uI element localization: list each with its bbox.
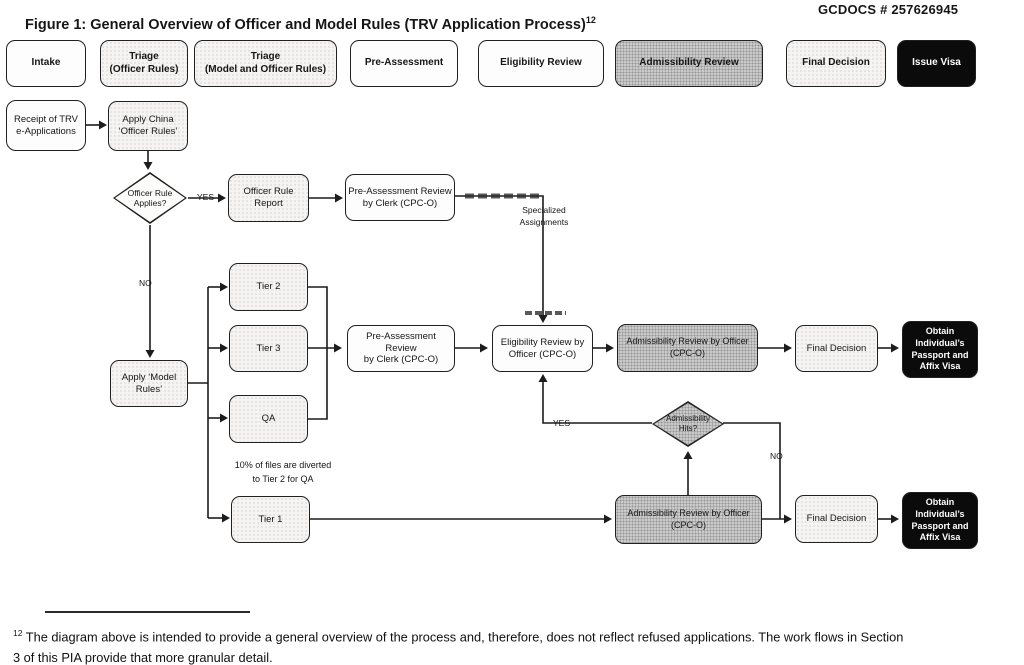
footnote-separator xyxy=(45,611,250,613)
node-apply-model-rules: Apply ‘Model Rules’ xyxy=(110,360,188,407)
node-label: Tier 1 xyxy=(258,513,283,525)
node-admissibility-review-officer-mid: Admissibility Review by Officer (CPC-O) xyxy=(617,324,758,372)
phase-pre-assessment: Pre-Assessment xyxy=(350,40,458,87)
phase-label: Eligibility Review xyxy=(500,57,582,69)
node-eligibility-review-officer: Eligibility Review by Officer (CPC-O) xyxy=(492,325,593,372)
node-label: Apply ‘Model Rules’ xyxy=(121,371,177,395)
edge-label-yes-officer-rule: YES xyxy=(197,192,215,202)
node-label: Tier 2 xyxy=(256,281,281,293)
node-label: Admissibility Review by Officer (CPC-O) xyxy=(627,507,750,530)
annotation-qa-diversion-note: 10% of files are diverted to Tier 2 for … xyxy=(234,460,332,485)
phase-admissibility-review: Admissibility Review xyxy=(615,40,763,87)
node-label: Eligibility Review by Officer (CPC-O) xyxy=(500,336,585,360)
footnote: 12 The diagram above is intended to prov… xyxy=(13,627,961,665)
node-admissibility-review-officer-bottom: Admissibility Review by Officer (CPC-O) xyxy=(615,495,762,544)
node-final-decision-bottom: Final Decision xyxy=(795,495,878,543)
phase-issue-visa: Issue Visa xyxy=(897,40,976,87)
edge-label-no-admissibility-hits: NO xyxy=(770,451,783,461)
node-label: Receipt of TRV e-Applications xyxy=(13,113,79,137)
phase-label: Triage (Model and Officer Rules) xyxy=(204,51,327,75)
decision-officer-rule-applies: Officer Rule Applies? xyxy=(113,172,187,224)
node-tier-1: Tier 1 xyxy=(231,496,310,543)
phase-label: Admissibility Review xyxy=(639,57,739,69)
node-label: Officer Rule Report xyxy=(243,186,294,209)
phase-intake: Intake xyxy=(6,40,86,87)
phase-eligibility-review: Eligibility Review xyxy=(478,40,604,87)
arrowheads xyxy=(99,120,899,524)
node-label: Final Decision xyxy=(806,513,867,525)
footnote-marker: 12 xyxy=(13,628,23,638)
node-officer-rule-report: Officer Rule Report xyxy=(228,174,309,222)
phase-triage-model-officer-rules: Triage (Model and Officer Rules) xyxy=(194,40,337,87)
node-pre-assessment-review-clerk: Pre-Assessment Review by Clerk (CPC-O) xyxy=(347,325,455,372)
figure-title-superscript: 12 xyxy=(585,15,596,25)
node-pre-assessment-review-clerk-top: Pre-Assessment Review by Clerk (CPC-O) xyxy=(345,174,455,221)
node-label: Obtain Individual’s Passport and Affix V… xyxy=(911,497,969,543)
phase-label: Final Decision xyxy=(802,57,870,69)
node-label: Final Decision xyxy=(806,342,867,354)
node-label: Tier 3 xyxy=(256,342,281,354)
figure-title-text: Figure 1: General Overview of Officer an… xyxy=(25,16,586,33)
edge-label-specialized-assignments: Specialized Assignments xyxy=(519,205,569,228)
decision-label: Officer Rule Applies? xyxy=(127,187,173,208)
node-receipt-of-trv-e-applications: Receipt of TRV e-Applications xyxy=(6,100,86,151)
phase-label: Issue Visa xyxy=(912,57,961,69)
phase-label: Triage (Officer Rules) xyxy=(109,51,179,75)
node-label: Admissibility Review by Officer (CPC-O) xyxy=(626,336,749,358)
node-obtain-passport-affix-visa-bottom: Obtain Individual’s Passport and Affix V… xyxy=(902,492,978,549)
gcdocs-number: GCDOCS # 257626945 xyxy=(818,2,959,17)
node-final-decision-mid: Final Decision xyxy=(795,325,878,372)
node-label: Pre-Assessment Review by Clerk (CPC-O) xyxy=(348,185,452,209)
node-obtain-passport-affix-visa-mid: Obtain Individual’s Passport and Affix V… xyxy=(902,321,978,378)
node-tier-3: Tier 3 xyxy=(229,325,308,372)
footnote-text: The diagram above is intended to provide… xyxy=(13,629,904,665)
phase-triage-officer-rules: Triage (Officer Rules) xyxy=(100,40,188,87)
decision-label: Admissibility Hits? xyxy=(665,414,710,433)
node-label: Apply China ‘Officer Rules’ xyxy=(118,114,178,137)
phase-label: Intake xyxy=(31,57,61,69)
edge-label-no-officer-rule: NO xyxy=(139,278,152,288)
node-label: Obtain Individual’s Passport and Affix V… xyxy=(911,326,969,372)
phase-final-decision: Final Decision xyxy=(786,40,886,87)
figure-title: Figure 1: General Overview of Officer an… xyxy=(25,15,596,33)
scan-artifact xyxy=(465,193,566,315)
node-apply-china-officer-rules: Apply China ‘Officer Rules’ xyxy=(108,101,188,151)
node-label: QA xyxy=(261,413,276,425)
phase-label: Pre-Assessment xyxy=(364,57,444,69)
node-qa: QA xyxy=(229,395,308,443)
node-tier-2: Tier 2 xyxy=(229,263,308,311)
edge-label-yes-admissibility-hits: YES xyxy=(553,418,571,428)
node-label: Pre-Assessment Review by Clerk (CPC-O) xyxy=(363,330,439,366)
decision-admissibility-hits: Admissibility Hits? xyxy=(652,401,724,447)
